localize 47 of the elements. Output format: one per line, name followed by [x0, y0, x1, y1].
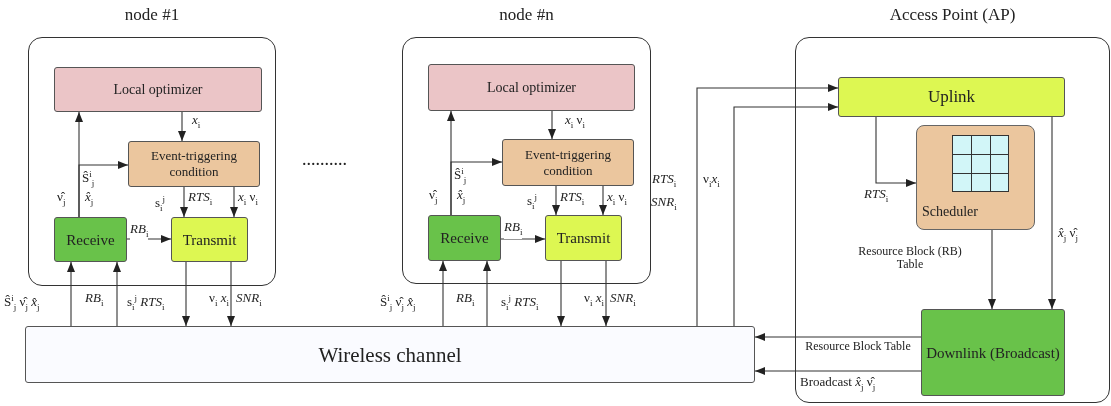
arrow	[78, 161, 129, 218]
uplink-box: Uplink	[838, 77, 1065, 117]
node-title: Access Point (AP)	[888, 5, 1017, 25]
arrow	[126, 235, 172, 243]
arrow	[178, 111, 186, 142]
arrow	[67, 261, 75, 327]
signal-label: x̂$_{j}$	[457, 188, 466, 207]
node-title: node #1	[123, 5, 181, 25]
arrow	[754, 367, 922, 375]
transmit-box: Transmit	[545, 215, 622, 261]
local-optimizer-box: Local optimizer	[54, 67, 262, 112]
arrow	[1048, 116, 1056, 310]
node-title: node #n	[498, 5, 555, 25]
arrow	[875, 116, 917, 187]
arrow	[182, 261, 190, 327]
scheduler-box	[916, 125, 1035, 230]
transmit-box: Transmit	[171, 217, 248, 262]
arrow	[227, 261, 235, 327]
box-label: Scheduler	[922, 204, 978, 220]
arrow	[439, 260, 447, 327]
arrow	[696, 84, 839, 327]
arrow	[754, 333, 922, 341]
arrow	[483, 260, 491, 327]
arrow	[500, 235, 546, 243]
arrow	[988, 229, 996, 310]
edge-label: RB$_{i}$	[504, 220, 523, 239]
arrow	[230, 186, 238, 218]
arrow	[599, 185, 607, 216]
arrow	[450, 158, 503, 216]
signal-label: x̂$_{j}$	[85, 190, 94, 209]
condition-box: Event-triggering condition	[128, 141, 260, 187]
arrow	[180, 186, 188, 218]
arrow	[733, 103, 839, 327]
condition-box: Event-triggering condition	[502, 139, 634, 186]
arrow	[552, 185, 560, 216]
arrow	[602, 260, 610, 327]
arrow	[557, 260, 565, 327]
edge-label: Broadcast x̂$_{j}$ ν̂$_{j}$	[800, 375, 876, 394]
edge-label: x̂$_{j}$ ν̂$_{j}$	[1058, 226, 1078, 245]
local-optimizer-box: Local optimizer	[428, 64, 635, 111]
channel-box: Wireless channel	[25, 326, 755, 383]
receive-box: Receive	[54, 217, 127, 262]
edge-label: RB$_{i}$	[130, 222, 149, 241]
arrow	[548, 110, 556, 140]
arrow	[113, 261, 121, 327]
downlink-box: Downlink (Broadcast)	[921, 309, 1065, 396]
receive-box: Receive	[428, 215, 501, 261]
